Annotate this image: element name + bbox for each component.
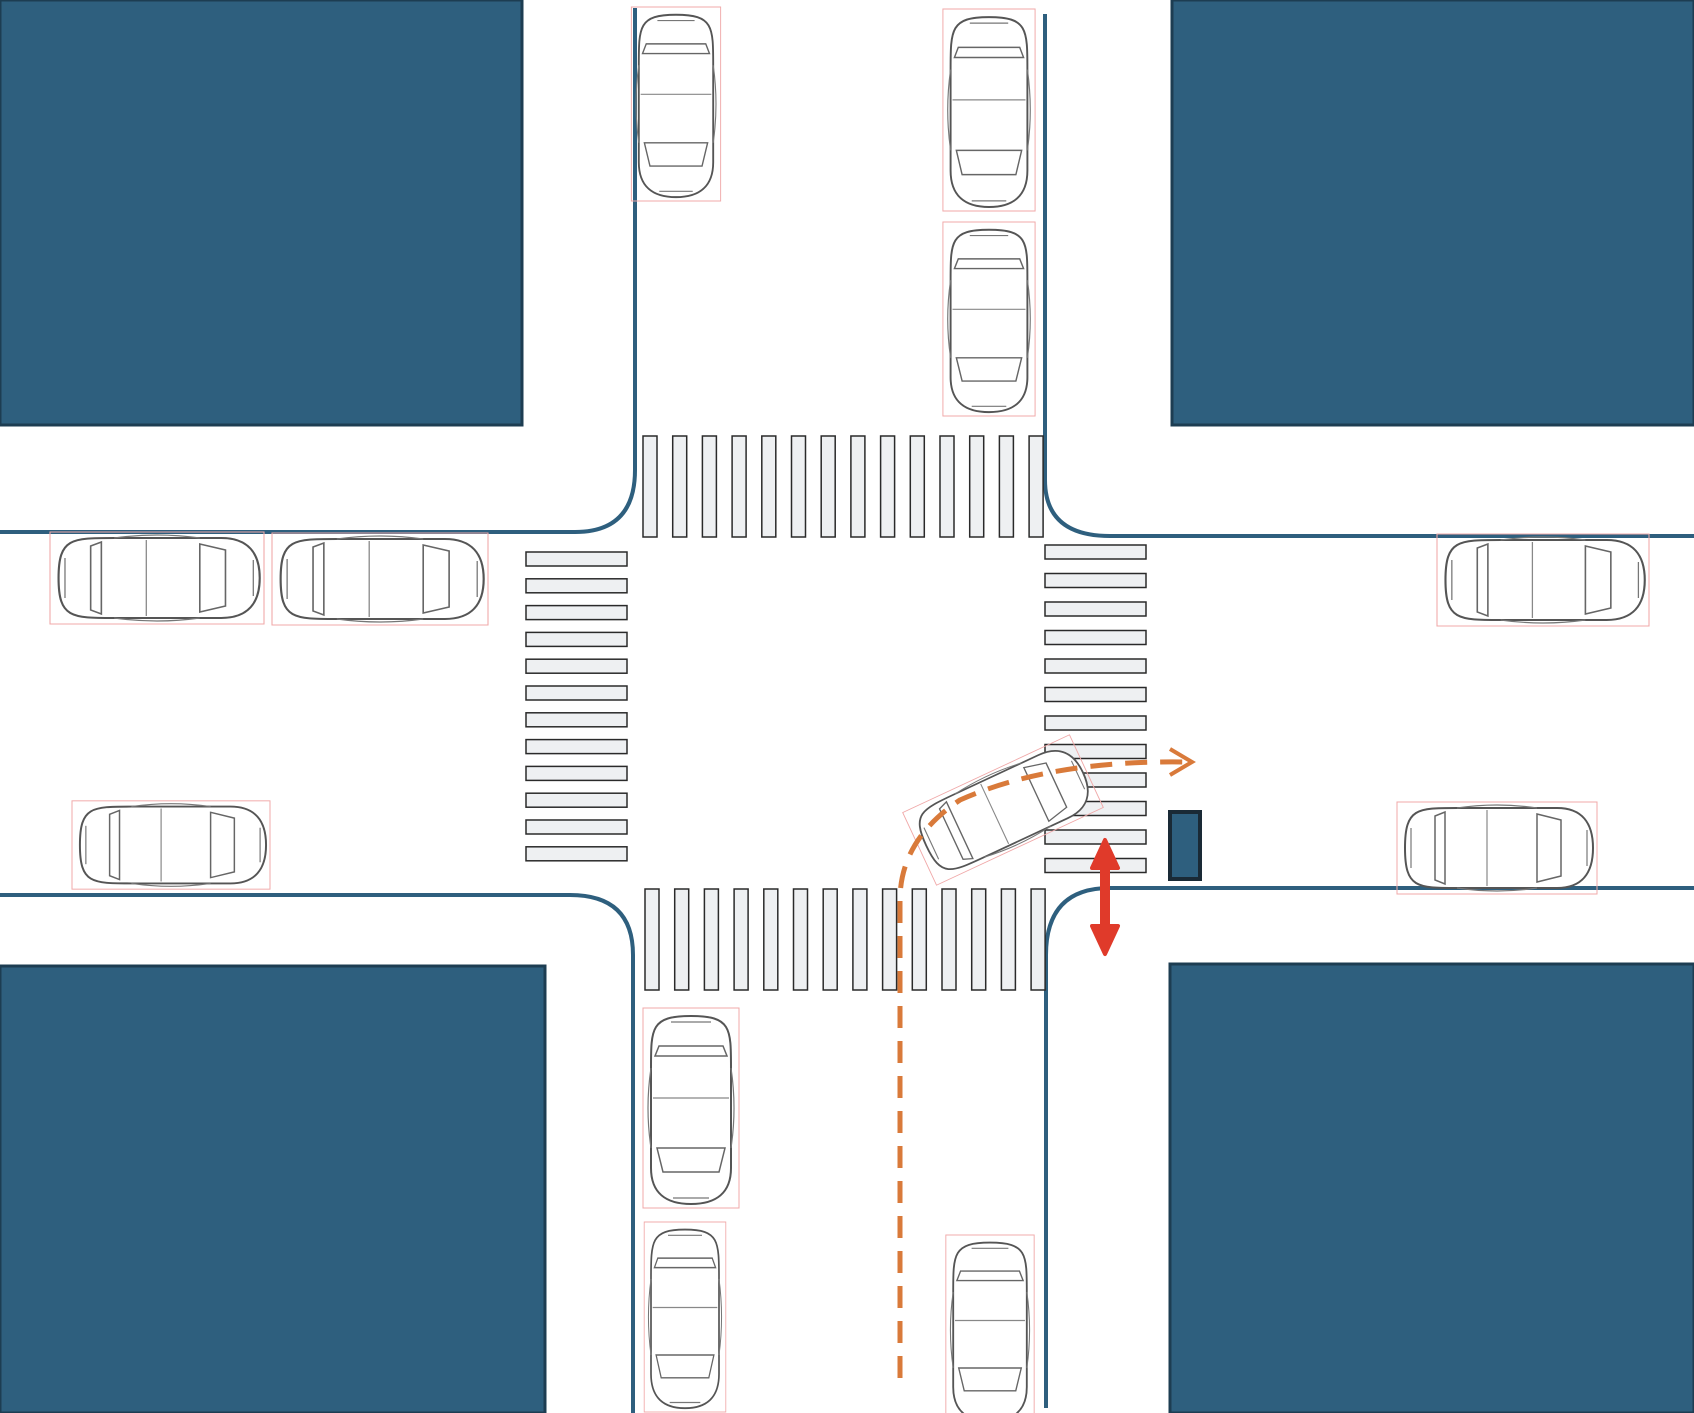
crosswalk-stripe — [1044, 686, 1147, 703]
crosswalk-west — [525, 551, 628, 862]
crosswalk-stripe — [790, 435, 807, 538]
crosswalk-stripe — [792, 888, 809, 991]
parked-car — [48, 530, 266, 626]
crosswalk-stripe — [673, 888, 690, 991]
crosswalk-stripe — [1044, 658, 1147, 674]
crosswalk-stripe — [970, 888, 987, 991]
crosswalk-stripe — [909, 435, 926, 538]
crosswalk-stripe — [525, 738, 628, 755]
parked-car — [630, 6, 722, 202]
crosswalk-stripe — [822, 888, 838, 991]
building-top-right — [1170, 0, 1694, 427]
building-bottom-left — [0, 964, 547, 1413]
crosswalk-stripe — [941, 888, 957, 991]
crosswalk-stripe — [525, 551, 628, 567]
crosswalk-east — [1044, 544, 1147, 874]
parked-car — [642, 1007, 740, 1209]
crosswalk-stripe — [1044, 572, 1147, 589]
crosswalk-stripe — [671, 435, 688, 538]
crosswalk-stripe — [525, 604, 628, 621]
crosswalk-stripe — [525, 685, 628, 701]
curb-top-left — [0, 8, 637, 534]
crosswalk-stripe — [850, 435, 866, 538]
crosswalk-stripe — [525, 712, 628, 728]
crosswalk-stripe — [642, 435, 658, 538]
crosswalk-stripe — [703, 888, 720, 991]
crosswalk-stripe — [733, 888, 749, 991]
crosswalk-stripe — [701, 435, 718, 538]
crosswalk-stripe — [939, 435, 955, 538]
curb-bottom-left — [0, 893, 635, 1413]
crosswalk-stripe — [881, 888, 898, 991]
crosswalk-stripe — [644, 888, 660, 991]
crosswalk-stripe — [852, 888, 868, 991]
parked-car — [270, 531, 490, 627]
crosswalk-stripe — [763, 888, 779, 991]
bollard — [1168, 810, 1202, 881]
crosswalk-stripe — [761, 435, 777, 538]
crosswalk-stripe — [1044, 629, 1147, 646]
crosswalk-stripe — [1030, 888, 1046, 991]
parked-car — [1435, 532, 1651, 628]
crosswalk-stripe — [911, 888, 928, 991]
building-top-left — [0, 0, 524, 427]
crosswalk-stripe — [1044, 829, 1147, 845]
parked-car — [71, 799, 271, 891]
right-turn-path — [897, 747, 1196, 1378]
crosswalk-stripe — [1044, 544, 1147, 560]
crosswalk-stripe — [820, 435, 836, 538]
crosswalk-stripe — [525, 578, 628, 594]
crosswalk-stripe — [998, 435, 1015, 538]
building-bottom-right — [1168, 962, 1694, 1413]
crosswalk-stripe — [1044, 601, 1147, 617]
crosswalk-stripe — [525, 631, 628, 648]
crosswalk-stripe — [1028, 435, 1044, 538]
parked-car — [944, 1234, 1036, 1413]
crosswalk-stripe — [525, 765, 628, 782]
crosswalk-north — [642, 435, 1044, 538]
crosswalk-south — [644, 888, 1046, 991]
parked-car — [941, 221, 1037, 417]
parked-car — [1396, 801, 1598, 895]
crosswalk-stripe — [525, 658, 628, 674]
crosswalk-stripe — [879, 435, 896, 538]
crosswalk-stripe — [1000, 888, 1017, 991]
parked-car — [941, 7, 1037, 213]
double-arrow — [1090, 838, 1120, 956]
crosswalk-stripe — [731, 435, 747, 538]
crosswalk-stripe — [1044, 715, 1147, 731]
parked-car — [643, 1221, 727, 1413]
crosswalk-stripe — [525, 792, 628, 808]
crosswalk-stripe — [968, 435, 985, 538]
crosswalk-stripe — [525, 819, 628, 835]
curb-top-right — [1043, 14, 1694, 538]
crosswalk-stripe — [525, 846, 628, 862]
